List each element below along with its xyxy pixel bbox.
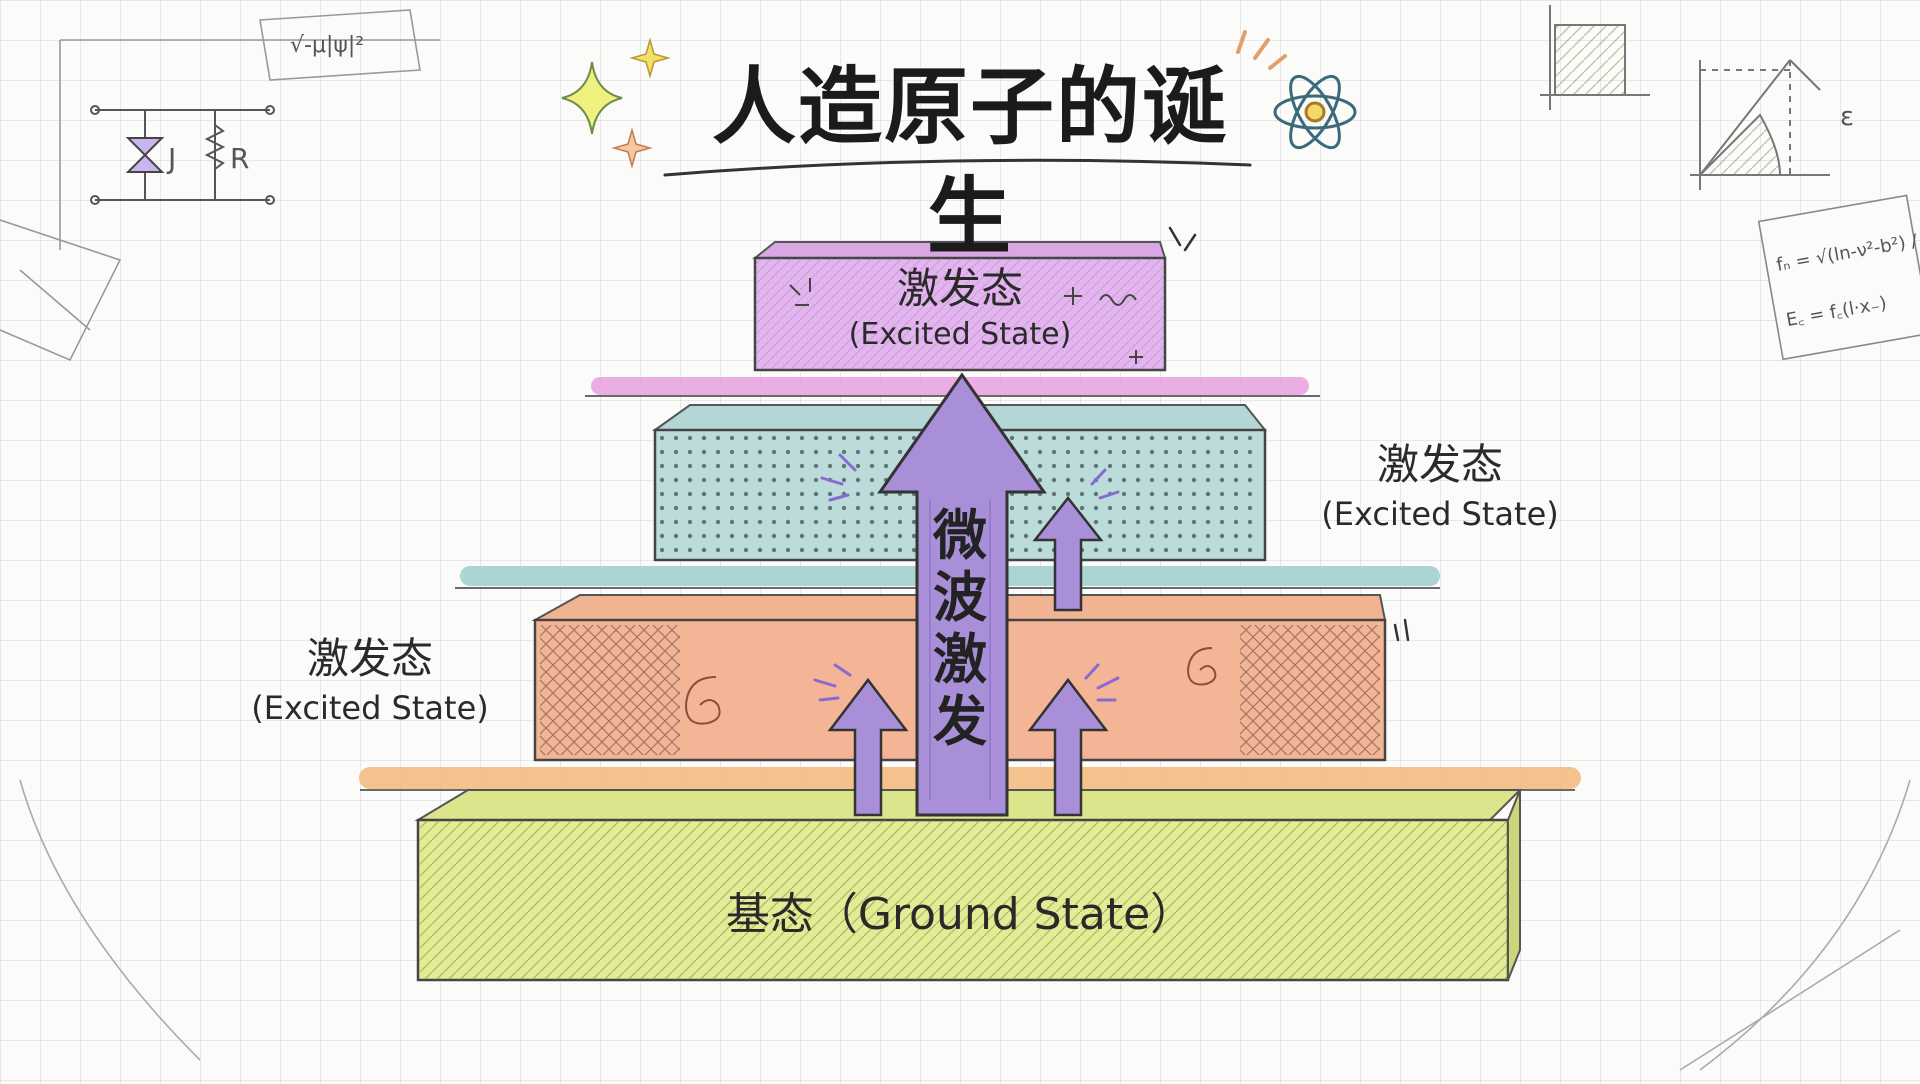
arrow-label-char: 激 bbox=[933, 628, 987, 691]
ground-state-block bbox=[414, 789, 1523, 982]
circuit-sketch bbox=[90, 105, 275, 205]
top-level-label-en: (Excited State) bbox=[848, 317, 1072, 352]
ground-state-label: 基态（Ground State） bbox=[725, 889, 1195, 940]
page-title: 人造原子的诞生 bbox=[711, 58, 1228, 266]
sparkle-icon bbox=[561, 37, 671, 169]
accent-strokes-icon bbox=[1236, 30, 1287, 70]
circuit-j-label: J bbox=[166, 142, 176, 175]
formula-top-left: √-μ|ψ|² bbox=[290, 33, 364, 58]
top-level-label: 激发态 (Excited State) bbox=[830, 262, 1090, 354]
sketch-lines-top-left bbox=[0, 9, 440, 362]
atom-icon bbox=[1273, 74, 1357, 150]
top-level-label-cn: 激发态 bbox=[896, 264, 1023, 313]
right-level-label-en: (Excited State) bbox=[1321, 495, 1559, 533]
top-state-block bbox=[752, 241, 1167, 372]
vibration-marks bbox=[1168, 226, 1410, 642]
main-microwave-arrow bbox=[877, 372, 1047, 817]
sketch-curves-bottom bbox=[19, 779, 1911, 1071]
title-underline bbox=[663, 158, 1252, 177]
arrow-label-char: 波 bbox=[933, 566, 987, 629]
circuit-r-label: R bbox=[230, 142, 249, 175]
small-up-arrow-right-lower bbox=[1027, 677, 1109, 817]
left-level-label: 激发态 (Excited State) bbox=[225, 632, 515, 730]
small-up-arrow-right-upper bbox=[1032, 495, 1104, 612]
arrow-label-char: 发 bbox=[933, 690, 987, 753]
formula-epsilon: ε bbox=[1840, 102, 1854, 132]
right-level-label: 激发态 (Excited State) bbox=[1295, 438, 1585, 536]
formula-card bbox=[1757, 194, 1920, 361]
arrow-label: 微 波 激 发 bbox=[925, 505, 995, 753]
left-level-label-en: (Excited State) bbox=[251, 689, 489, 727]
arrow-label-char: 微 bbox=[933, 504, 987, 567]
small-up-arrow-left-lower bbox=[827, 677, 909, 817]
sketch-graphs-top-right bbox=[1540, 5, 1830, 190]
right-level-label-cn: 激发态 bbox=[1376, 440, 1503, 489]
left-level-label-cn: 激发态 bbox=[306, 634, 433, 683]
burst-marks bbox=[813, 453, 1120, 702]
